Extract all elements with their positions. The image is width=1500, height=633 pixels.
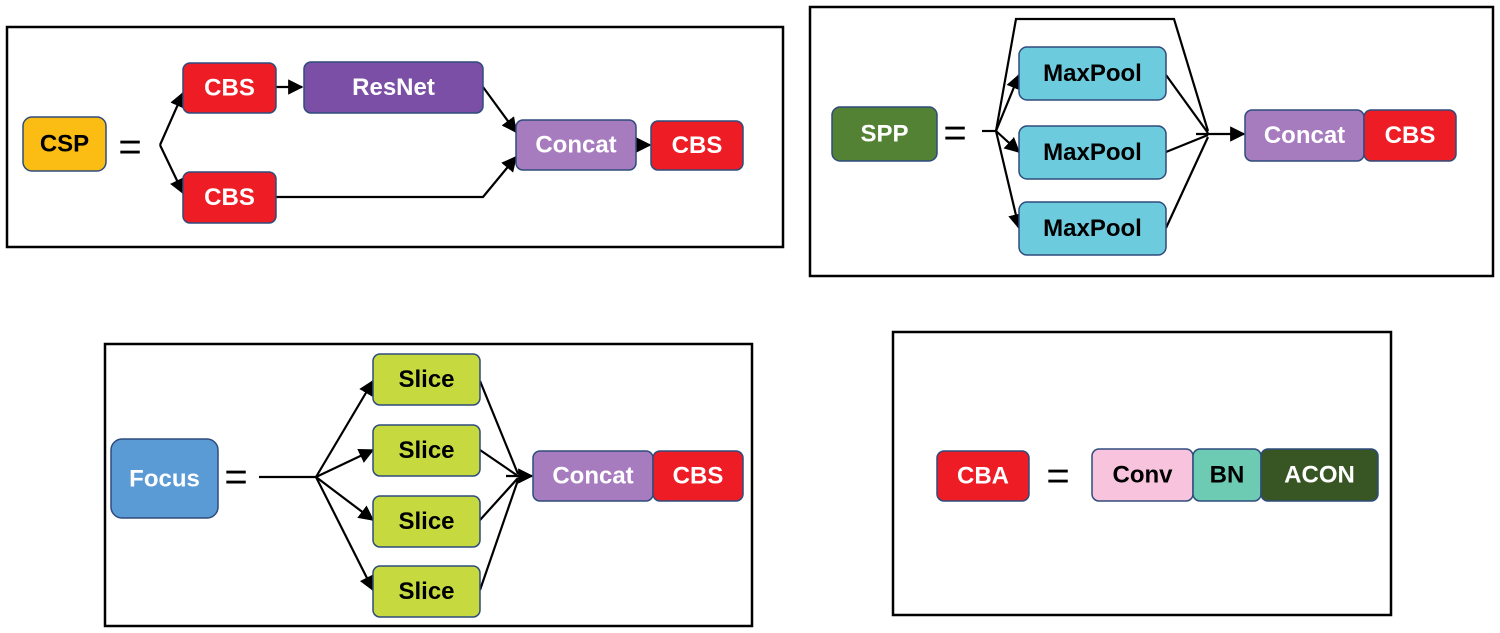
spp-frame: [808, 5, 1495, 278]
csp-cbs-bottom: CBS: [182, 171, 277, 224]
csp-resnet-label: ResNet: [352, 74, 435, 101]
spp-equals: =: [943, 111, 966, 155]
csp-cbs-top-shape: [182, 62, 277, 114]
csp-frame: [5, 25, 785, 249]
focus-concat-label: Concat: [552, 463, 633, 490]
spp-edge-split-2: [995, 130, 1021, 154]
focus-edge-slice-2: [479, 449, 519, 477]
focus-cbs-out-shape: [652, 450, 744, 502]
csp-cbs-top-label: CBS: [204, 75, 255, 102]
spp-block-shape: [831, 106, 938, 162]
focus-slice-4-shape: [372, 565, 481, 618]
spp-cbs-out-shape: [1363, 109, 1457, 162]
spp-maxpool-3-shape: [1018, 201, 1167, 256]
csp-cbs-out-label: CBS: [672, 132, 723, 159]
spp-cbs-out: CBS: [1363, 109, 1457, 162]
csp-edge-resnet-concat: [482, 86, 517, 134]
spp-maxpool-2-label: MaxPool: [1043, 139, 1142, 166]
spp-block-label: SPP: [860, 121, 908, 148]
focus-concat: Concat: [532, 450, 654, 502]
cba-acon-shape: [1260, 448, 1379, 502]
spp-edge-split-1: [994, 73, 1021, 132]
csp-resnet-shape: [303, 61, 484, 114]
cba-panel: CBA = Conv BN ACON: [891, 330, 1393, 617]
csp-panel: CSP = CBS ResNet CBS Concat CBS: [5, 25, 785, 249]
csp-cbs-out: CBS: [650, 120, 744, 171]
spp-maxpool-1-label: MaxPool: [1043, 60, 1142, 87]
csp-concat-label: Concat: [535, 132, 616, 159]
spp-maxpool-3-label: MaxPool: [1043, 215, 1142, 242]
focus-edge-split-3: [315, 476, 375, 521]
spp-cbs-out-label: CBS: [1385, 122, 1436, 149]
csp-edge-split-bottom: [159, 144, 184, 195]
csp-edge-split-top: [158, 91, 185, 146]
focus-block: Focus: [110, 438, 219, 519]
cba-acon: ACON: [1260, 448, 1379, 502]
focus-slice-4: Slice: [372, 565, 481, 618]
spp-maxpool-2: MaxPool: [1018, 125, 1167, 180]
focus-edge-split-2: [315, 448, 375, 478]
csp-block: CSP: [22, 116, 107, 172]
spp-maxpool-1: MaxPool: [1018, 46, 1167, 101]
focus-slice-3-label: Slice: [398, 508, 454, 535]
focus-slice-1-label: Slice: [398, 366, 454, 393]
cba-conv-label: Conv: [1113, 462, 1174, 489]
spp-edge-skip: [994, 17, 1210, 132]
spp-concat: Concat: [1244, 109, 1365, 162]
csp-cbs-bottom-shape: [182, 171, 277, 224]
cba-equals: =: [1046, 454, 1069, 498]
focus-slice-2-shape: [372, 424, 481, 477]
csp-concat: Concat: [515, 119, 637, 171]
csp-cbs-top: CBS: [182, 62, 277, 114]
cba-frame: [891, 330, 1393, 617]
focus-slice-2: Slice: [372, 424, 481, 477]
cba-acon-label: ACON: [1284, 462, 1355, 489]
focus-cbs-out-label: CBS: [673, 463, 724, 490]
focus-edge-slice-4: [478, 479, 520, 591]
focus-edge-split-4: [315, 476, 374, 592]
focus-edge-slice-3: [479, 477, 519, 521]
spp-edge-split-3: [994, 130, 1024, 230]
csp-edge-cbs-concat: [276, 155, 517, 199]
focus-edge-slice-1: [478, 380, 520, 475]
focus-edge-split-1: [315, 379, 374, 478]
focus-cbs-out: CBS: [652, 450, 744, 502]
spp-maxpool-2-shape: [1018, 125, 1167, 180]
focus-frame: [103, 342, 754, 628]
cba-bn: BN: [1192, 448, 1262, 502]
cba-conv: Conv: [1091, 448, 1194, 502]
spp-panel: SPP = MaxPool MaxPool MaxPool Concat CBS: [808, 5, 1495, 278]
focus-slice-1: Slice: [372, 353, 481, 406]
spp-maxpool-3: MaxPool: [1018, 201, 1167, 256]
focus-block-shape: [110, 438, 219, 519]
spp-edge-pool-2: [1165, 133, 1209, 154]
cba-block: CBA: [936, 450, 1030, 502]
focus-slice-3-shape: [372, 495, 481, 548]
focus-slice-4-label: Slice: [398, 578, 454, 605]
focus-slice-1-shape: [372, 353, 481, 406]
spp-edge-pool-1: [1165, 74, 1209, 134]
csp-resnet: ResNet: [303, 61, 484, 114]
focus-block-label: Focus: [129, 466, 200, 493]
csp-cbs-out-shape: [650, 120, 744, 171]
focus-equals: =: [224, 455, 247, 499]
spp-concat-label: Concat: [1264, 122, 1345, 149]
csp-cbs-bottom-label: CBS: [204, 184, 255, 211]
spp-edge-pool-3: [1165, 136, 1209, 229]
csp-block-label: CSP: [40, 131, 89, 158]
cba-block-label: CBA: [957, 463, 1009, 490]
spp-block: SPP: [831, 106, 938, 162]
cba-bn-label: BN: [1210, 462, 1245, 489]
csp-block-shape: [22, 116, 107, 172]
csp-concat-shape: [515, 119, 637, 171]
focus-slice-3: Slice: [372, 495, 481, 548]
csp-equals: =: [118, 125, 141, 169]
spp-maxpool-1-shape: [1018, 46, 1167, 101]
focus-panel: Focus = Slice Slice Slice Slice Concat C…: [103, 342, 754, 628]
focus-slice-2-label: Slice: [398, 437, 454, 464]
cba-block-shape: [936, 450, 1030, 502]
